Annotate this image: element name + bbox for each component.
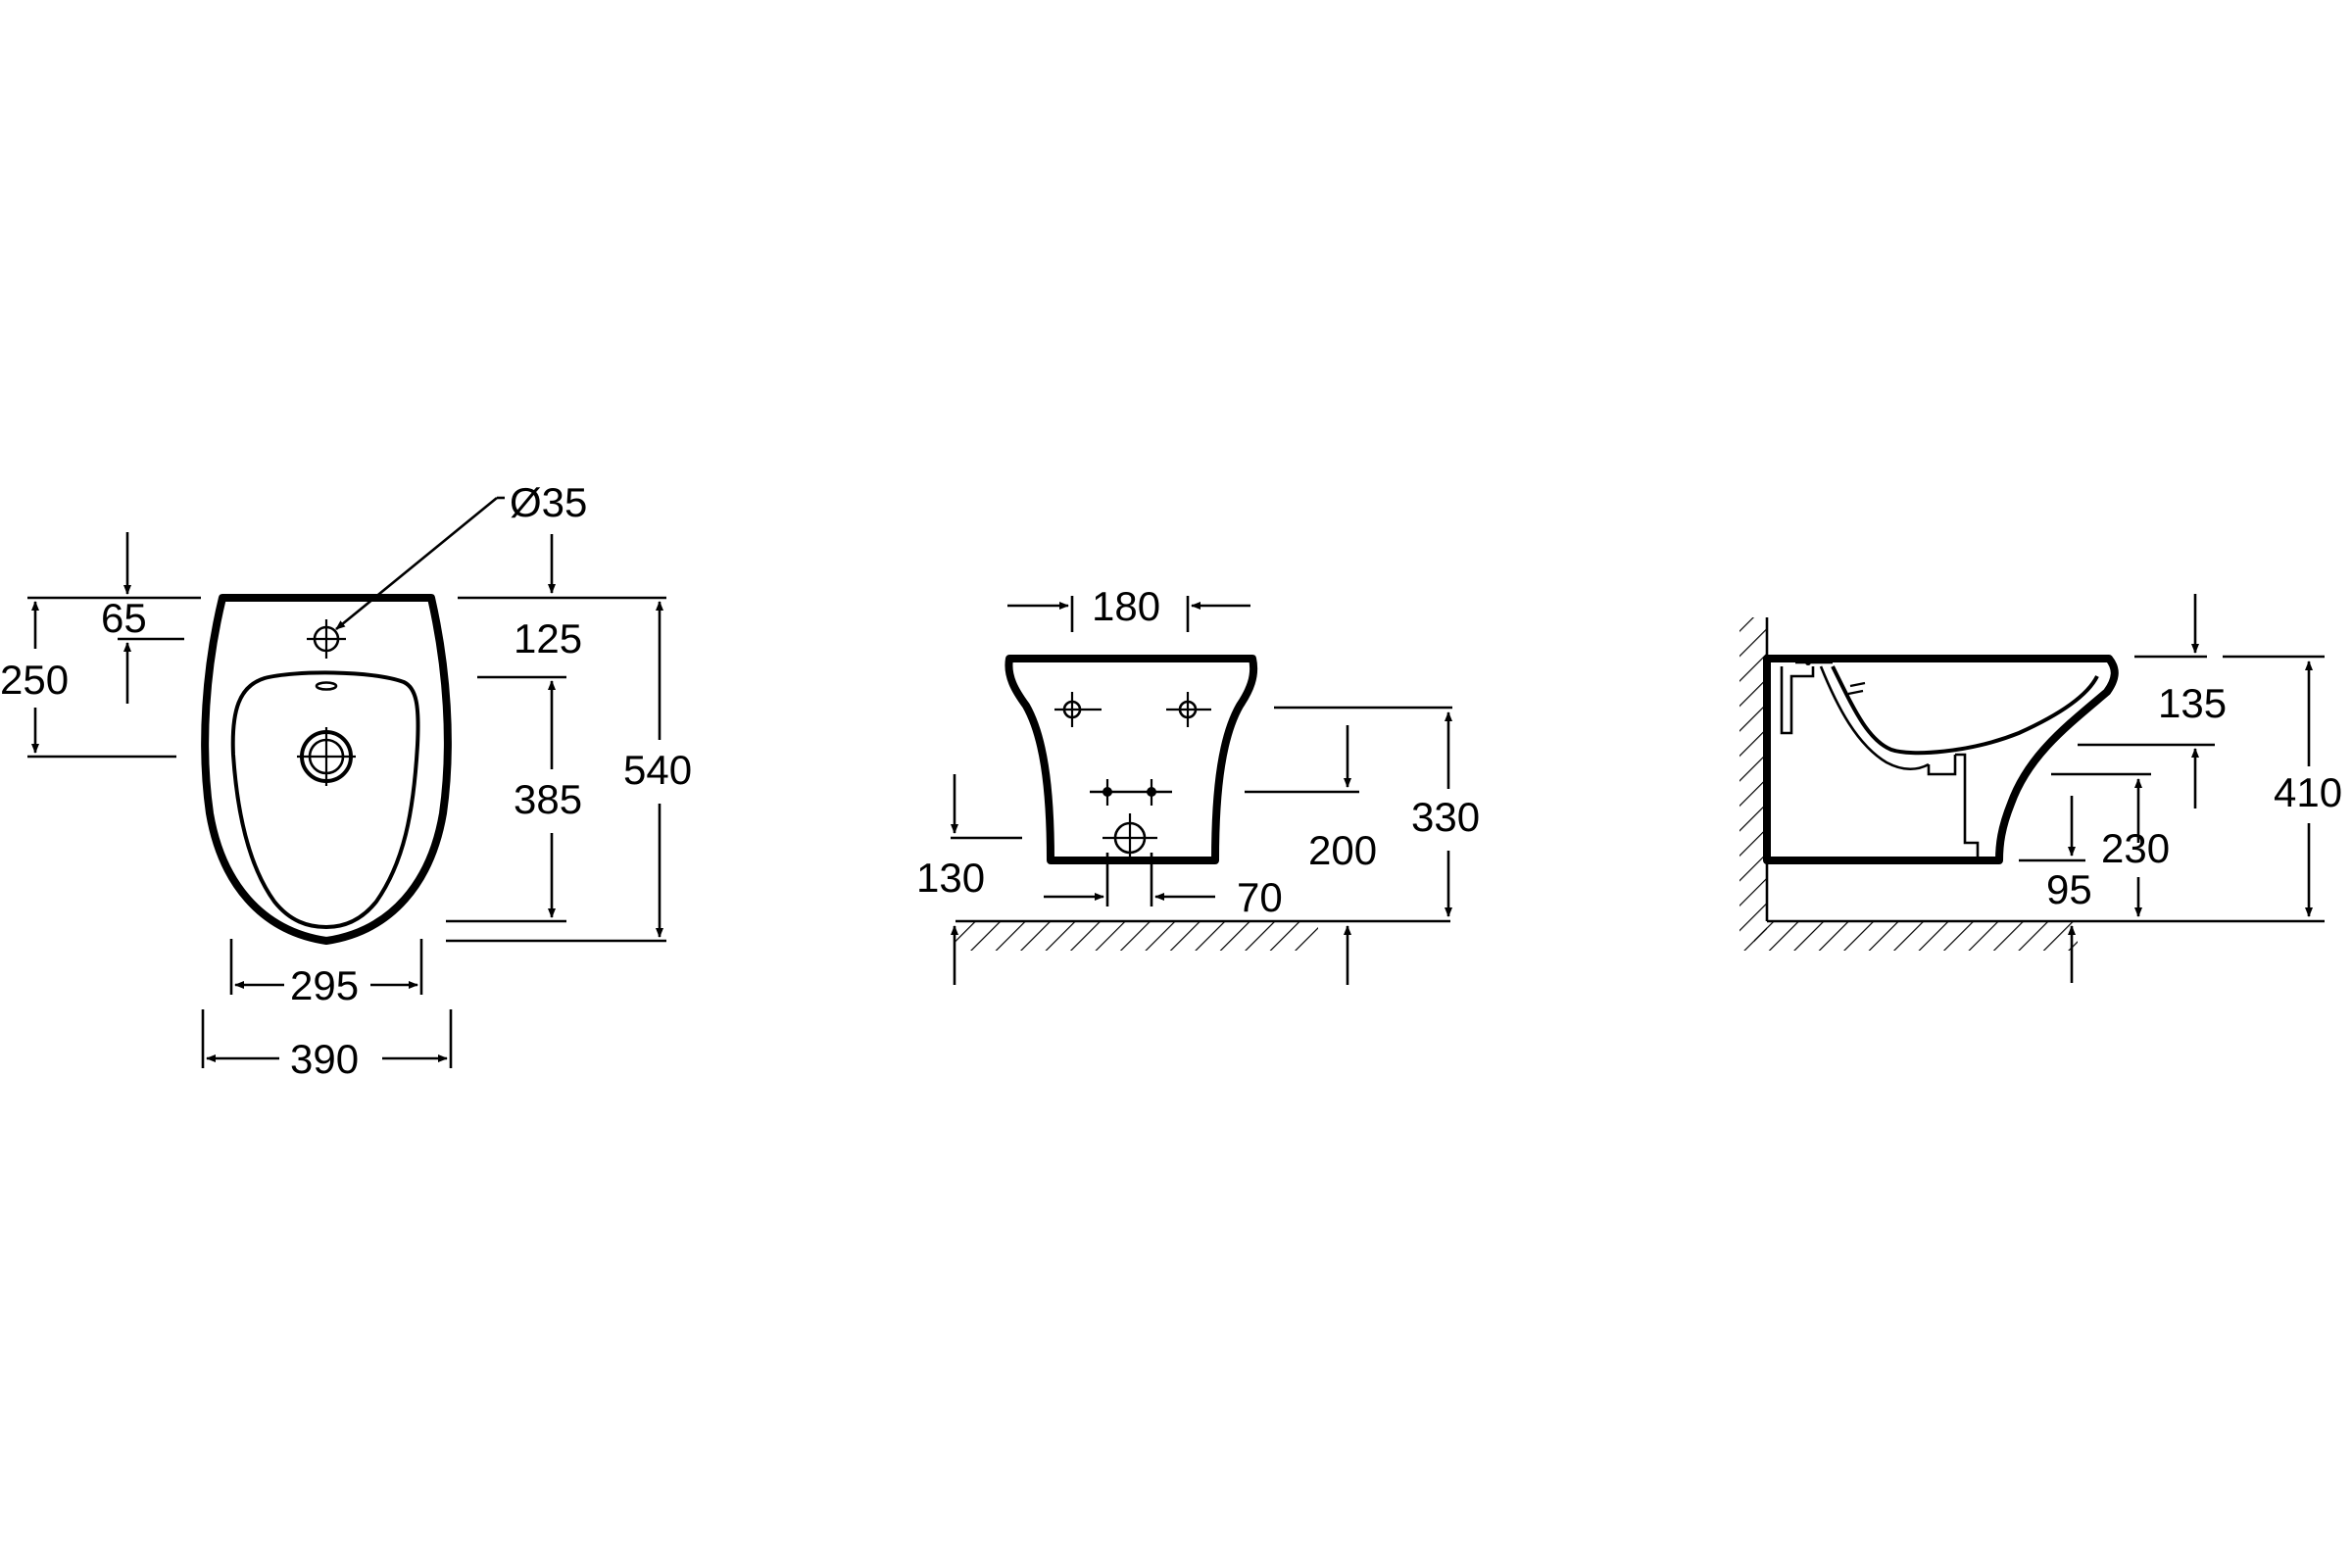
label-waste-projection: 95 xyxy=(2046,866,2092,912)
bidet-side-outline xyxy=(1763,655,2119,864)
waste-pipe xyxy=(1955,753,1980,860)
overflow-channel xyxy=(1780,666,1815,735)
label-overall-width: 390 xyxy=(290,1036,359,1082)
waste-outlet-icon xyxy=(1102,813,1157,862)
label-fixing-spacing: 180 xyxy=(1092,583,1160,629)
label-rim-to-waste: 135 xyxy=(2158,680,2227,726)
drain-icon xyxy=(297,727,356,786)
label-hole-diameter: Ø35 xyxy=(510,479,587,525)
label-rim-offset: 125 xyxy=(514,615,582,662)
tap-hole-icon xyxy=(307,619,346,659)
label-overall-height-rear: 330 xyxy=(1411,794,1480,840)
label-edge-to-hole: 65 xyxy=(101,595,147,641)
bidet-rear-outline xyxy=(1004,655,1258,864)
fixing-hole-right-icon xyxy=(1166,692,1211,727)
floor-hatch xyxy=(956,921,1318,951)
side-view: 135 230 95 410 xyxy=(1740,594,2342,983)
label-supply-height: 200 xyxy=(1308,827,1377,873)
label-inner-width: 295 xyxy=(290,962,359,1008)
label-overall-depth: 540 xyxy=(623,747,692,793)
wall-hatch xyxy=(1740,617,1767,951)
label-waste-height: 230 xyxy=(2101,825,2170,871)
floor-hatch-side xyxy=(1754,921,2078,951)
bidet-inner-bowl xyxy=(230,670,420,929)
label-bowl-depth: 385 xyxy=(514,776,582,822)
overflow-slot-icon xyxy=(315,681,338,691)
bidet-outer-outline-clean xyxy=(201,594,452,945)
label-overall-height-side: 410 xyxy=(2274,769,2342,815)
supply-connection-icon xyxy=(1090,779,1172,806)
top-view: Ø35 65 250 125 385 540 xyxy=(0,479,692,1082)
bowl-section-inner xyxy=(1819,665,1957,776)
rear-view: 180 130 200 330 70 xyxy=(916,583,1480,985)
supply-fitting-icon xyxy=(1795,660,1866,696)
diameter-leader xyxy=(335,496,498,631)
label-supply-spacing: 70 xyxy=(1237,874,1283,920)
fixing-hole-left-icon xyxy=(1054,692,1102,727)
bowl-section xyxy=(1831,665,2099,756)
label-drain-height: 130 xyxy=(916,855,985,901)
label-edge-to-drain: 250 xyxy=(0,657,69,703)
